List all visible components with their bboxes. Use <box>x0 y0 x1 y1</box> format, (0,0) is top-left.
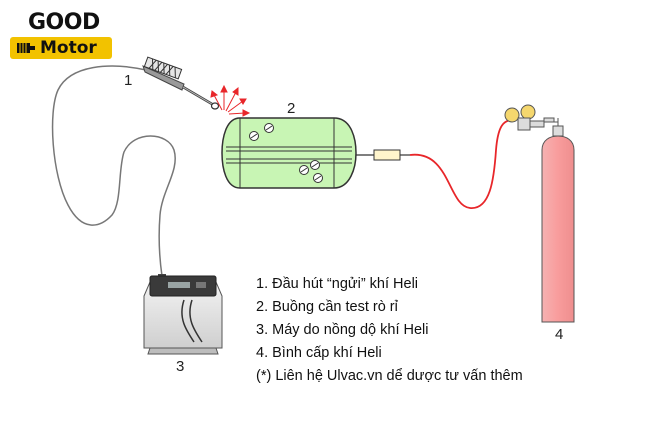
legend-item-cylinder: 4. Bình cấp khí Heli <box>256 345 382 361</box>
test-chamber <box>221 117 357 189</box>
chamber-connector <box>356 149 410 161</box>
label-detector-number: 3 <box>176 358 185 375</box>
label-chamber-number: 2 <box>287 100 296 117</box>
goodmotor-logo: GOOD Motor <box>6 8 116 60</box>
leak-spray-icon <box>210 84 251 117</box>
logo-text-good: GOOD <box>28 10 100 35</box>
legend-item-contact-note: (*) Liên hệ Ulvac.vn dể dược tư vấn thêm <box>256 368 523 384</box>
legend-item-probe: 1. Đầu hút “ngửi” khí Heli <box>256 276 419 292</box>
label-probe-number: 1 <box>124 72 133 89</box>
logo-text-motor: Motor <box>40 38 97 58</box>
regulator-icon <box>504 104 559 131</box>
legend: 1. Đầu hút “ngửi” khí Heli 2. Buồng cần … <box>256 273 523 388</box>
motor-icon <box>17 43 35 53</box>
sniffer-hose <box>51 65 176 277</box>
legend-item-chamber: 2. Buồng cần test rò rỉ <box>256 299 398 315</box>
label-cylinder-number: 4 <box>555 326 564 343</box>
helium-cylinder <box>541 125 575 323</box>
legend-item-detector: 3. Máy do nồng dộ khí Heli <box>256 322 429 338</box>
helium-supply-line <box>409 119 514 209</box>
helium-detector <box>143 274 223 355</box>
logo-yellow-bar <box>10 37 112 59</box>
sniffer-probe-icon <box>142 56 220 110</box>
